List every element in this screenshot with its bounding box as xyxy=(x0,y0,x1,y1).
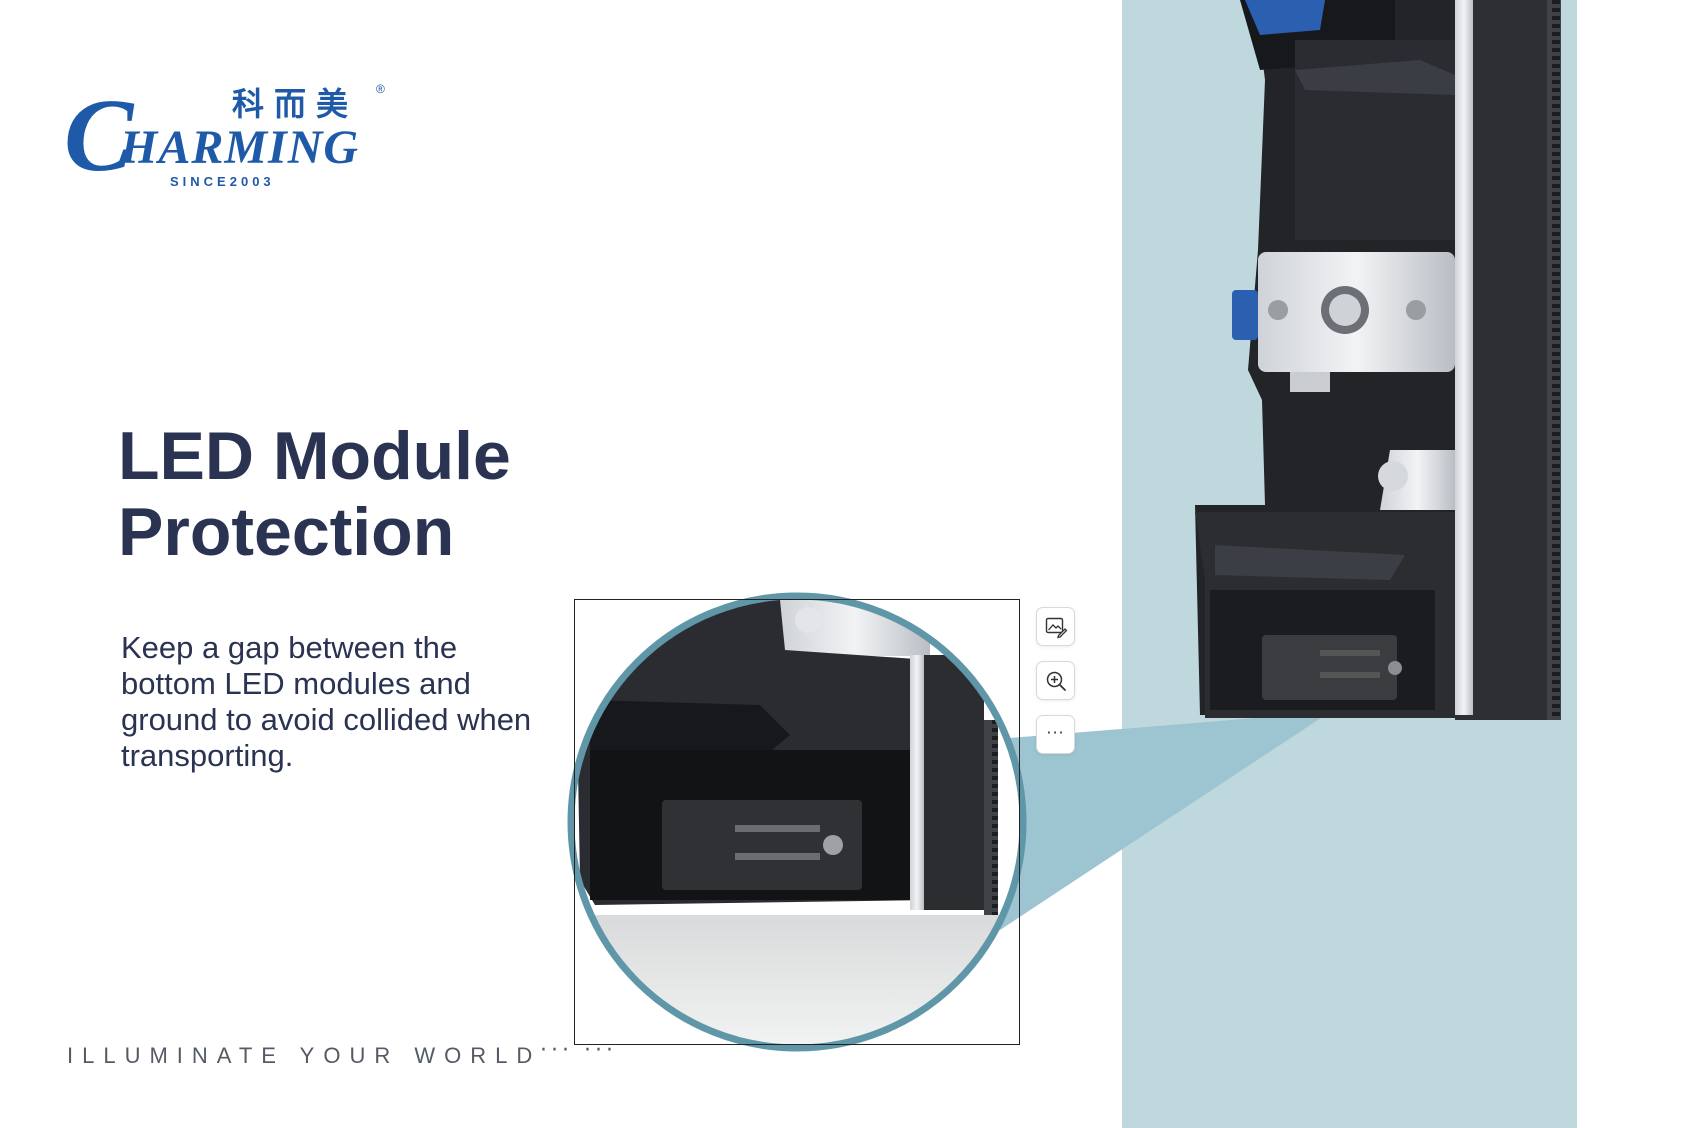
image-selection-frame[interactable] xyxy=(574,599,1020,1045)
edit-image-icon xyxy=(1045,617,1067,638)
zoomed-detail xyxy=(571,596,1023,1048)
bracket-screw xyxy=(1406,300,1426,320)
logo-wordmark: HARMING xyxy=(120,121,360,174)
footer-dots: ··· ··· xyxy=(540,1038,617,1063)
footer-tagline: ILLUMINATE YOUR WORLD xyxy=(67,1043,542,1068)
logo-initial: C xyxy=(64,78,134,193)
edit-image-button[interactable] xyxy=(1036,607,1075,646)
led-cabinet-photo xyxy=(1195,0,1561,720)
more-options-button[interactable]: ··· xyxy=(1036,715,1075,754)
logo-chinese-name: 科而美 xyxy=(232,85,359,123)
zoom-circle-border xyxy=(567,592,1027,1052)
cabinet-screw xyxy=(1378,461,1408,491)
foot-clip xyxy=(1262,635,1397,700)
page-title: LED Module Protection xyxy=(118,418,511,570)
callout-wedge xyxy=(1000,712,1330,930)
charming-logo: C HARMING 科而美 ® SINCE2003 xyxy=(64,78,404,194)
more-options-icon: ··· xyxy=(1046,722,1065,742)
blue-clip xyxy=(1232,290,1258,340)
blue-latch xyxy=(1245,0,1325,35)
cabinet-serrated-edge xyxy=(1547,0,1561,720)
logo-since: SINCE2003 xyxy=(170,174,275,189)
description-text: Keep a gap between the bottom LED module… xyxy=(121,630,532,773)
registered-mark: ® xyxy=(376,82,385,96)
zoom-in-icon xyxy=(1046,671,1066,691)
zoom-in-button[interactable] xyxy=(1036,661,1075,700)
bracket-screw xyxy=(1268,300,1288,320)
